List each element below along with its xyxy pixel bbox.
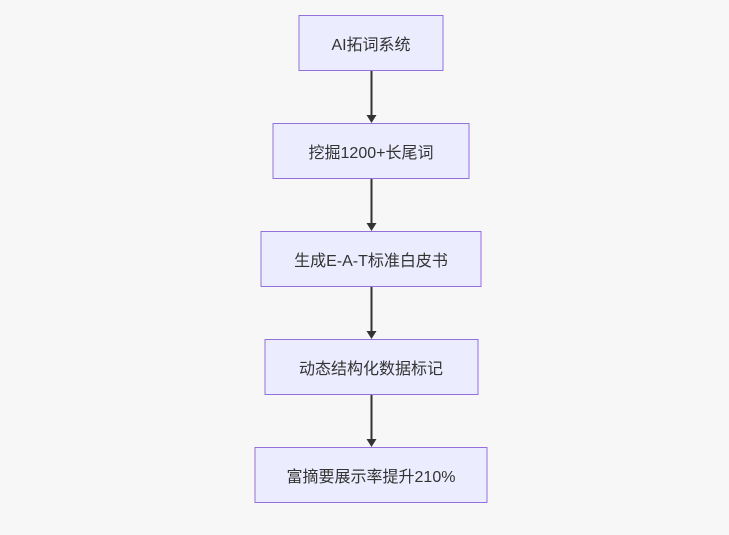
arrow-line: [370, 71, 372, 115]
arrowhead-icon: [366, 223, 376, 231]
flow-node-eat-whitepaper: 生成E-A-T标准白皮书: [260, 231, 482, 287]
flow-node-structured-data-markup: 动态结构化数据标记: [264, 339, 478, 395]
arrow-line: [370, 179, 372, 223]
flow-node-rich-snippet-result: 富摘要展示率提升210%: [254, 447, 488, 503]
flowchart: AI拓词系统 挖掘1200+长尾词 生成E-A-T标准白皮书 动态结构化数据标记…: [254, 15, 488, 503]
arrow-line: [370, 395, 372, 439]
arrowhead-icon: [366, 439, 376, 447]
arrow-down-3: [366, 287, 376, 339]
arrow-down-2: [366, 179, 376, 231]
flow-node-ai-keyword-system: AI拓词系统: [298, 15, 444, 71]
flow-node-longtail-keywords: 挖掘1200+长尾词: [272, 123, 470, 179]
arrow-line: [370, 287, 372, 331]
arrow-down-4: [366, 395, 376, 447]
arrowhead-icon: [366, 115, 376, 123]
arrowhead-icon: [366, 331, 376, 339]
arrow-down-1: [366, 71, 376, 123]
